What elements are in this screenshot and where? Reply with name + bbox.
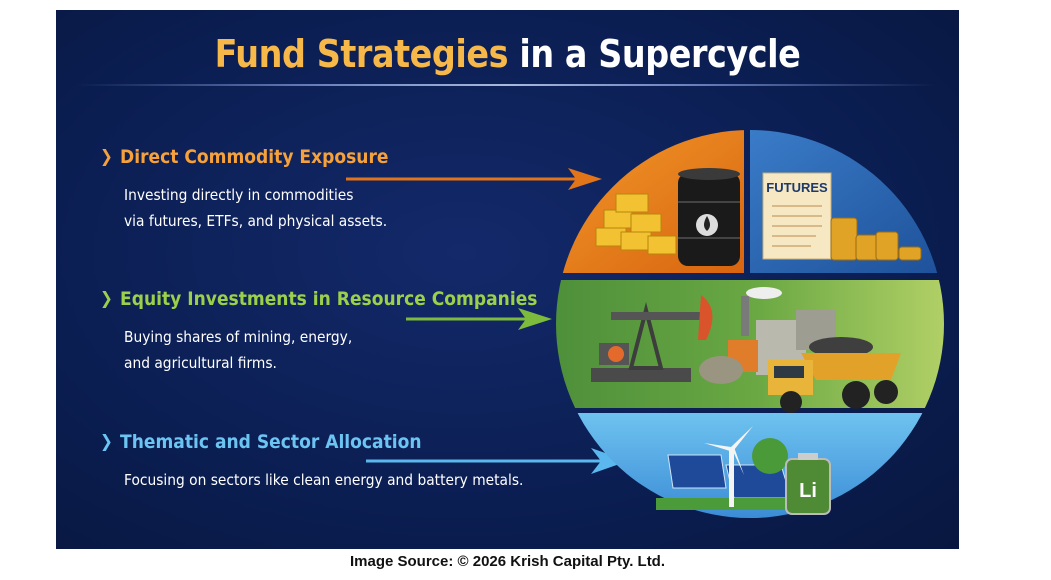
image-source-caption: Image Source: © 2026 Krish Capital Pty. … (349, 553, 666, 570)
solar-panel-icon (656, 454, 796, 510)
oil-pumpjack-icon (591, 295, 713, 382)
arrow-green-icon (406, 308, 552, 330)
futures-scroll-icon: FUTURES (762, 172, 832, 260)
strategy-equity-investments: ❯ Equity Investments in Resource Companie… (100, 288, 586, 376)
chevron-right-icon: ❯ (100, 147, 113, 167)
strategy-description: Focusing on sectors like clean energy an… (124, 471, 524, 489)
strategy-thematic-sector: ❯ Thematic and Sector Allocation Focusing… (100, 431, 558, 493)
svg-text:FUTURES: FUTURES (766, 180, 828, 195)
chevron-right-icon: ❯ (100, 289, 113, 309)
tree-icon (752, 438, 788, 474)
dump-truck-icon (768, 337, 901, 413)
strategy-description: Buying shares of mining, energy,and agri… (124, 328, 353, 372)
strategy-illustration: FUTURES (346, 130, 944, 518)
strategy-direct-commodity: ❯ Direct Commodity Exposure Investing dir… (100, 146, 421, 234)
strategy-heading: Equity Investments in Resource Companies (120, 288, 538, 310)
svg-text:Li: Li (799, 480, 817, 502)
strategy-heading: Direct Commodity Exposure (120, 146, 389, 168)
arrow-orange-icon (346, 168, 602, 190)
gold-bars-icon (595, 193, 677, 255)
page-title: Fund Strategies in a Supercycle (214, 32, 801, 76)
lithium-battery-icon: Li (785, 453, 831, 515)
arrow-blue-icon (366, 448, 628, 474)
coin-stacks-icon (830, 217, 922, 261)
wind-turbine-icon (704, 426, 753, 507)
oil-barrel-icon (678, 168, 740, 266)
chevron-right-icon: ❯ (100, 432, 113, 452)
infographic-panel: Fund Strategies in a Supercycle ❯ Direct … (56, 10, 959, 549)
title-divider (76, 84, 936, 86)
strategy-heading: Thematic and Sector Allocation (120, 431, 422, 453)
